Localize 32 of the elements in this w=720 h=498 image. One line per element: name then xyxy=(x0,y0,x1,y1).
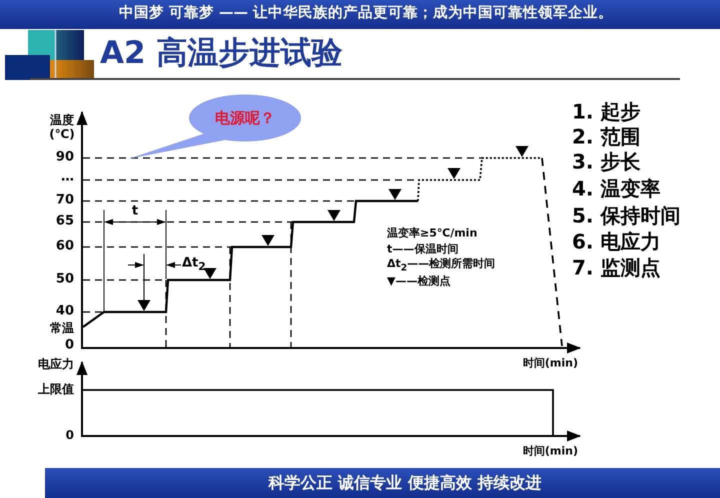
note-text: t——保温时间 xyxy=(387,244,458,256)
list-item: 6. 电应力 xyxy=(572,230,660,254)
tick-label: 60 xyxy=(56,240,74,254)
list-item: 1. 起步 xyxy=(572,100,640,124)
tick-label: 70 xyxy=(56,194,74,208)
note-text: 温变率≥5℃/min xyxy=(387,228,478,240)
dimension-label: t xyxy=(132,204,138,220)
axis-label: 电应力 xyxy=(38,358,74,372)
list-item: 4. 温变率 xyxy=(572,178,660,200)
list-item: 5. 保持时间 xyxy=(572,204,680,228)
title: A2 高温步进试验 xyxy=(100,36,342,70)
tick-label: 上限值 xyxy=(38,383,74,397)
tick-label: … xyxy=(61,170,74,186)
tick-label: 65 xyxy=(56,214,74,230)
slogan-text: 科学公正 诚信专业 便捷高效 持续改进 xyxy=(268,474,542,492)
dimension-label: Δt$_{2}$ xyxy=(182,256,206,274)
tick-label: 50 xyxy=(56,272,74,288)
tick-label: 90 xyxy=(56,150,74,166)
note-text: Δt$_{2}$——检测所需时间 xyxy=(387,258,496,274)
tick-label: 常温 xyxy=(50,322,74,336)
tick-label: 0 xyxy=(66,429,74,443)
note-text: ▼——检测点 xyxy=(387,276,450,288)
axis-label: 时间(min) xyxy=(522,358,578,370)
bubble-text: 电源呢？ xyxy=(215,110,275,126)
axis-label: 时间(min) xyxy=(522,446,578,458)
list-item: 2. 范围 xyxy=(572,126,640,148)
list-item: 3. 步长 xyxy=(572,150,640,174)
slogan-text: 中国梦 可靠梦 —— 让中华民族的产品更可靠；成为中国可靠性领军企业。 xyxy=(118,6,614,22)
tick-label: 0 xyxy=(64,338,74,354)
tick-label: 40 xyxy=(56,304,74,320)
list-item: 7. 监测点 xyxy=(572,256,660,280)
axis-label: 温度 (℃) xyxy=(48,114,76,142)
